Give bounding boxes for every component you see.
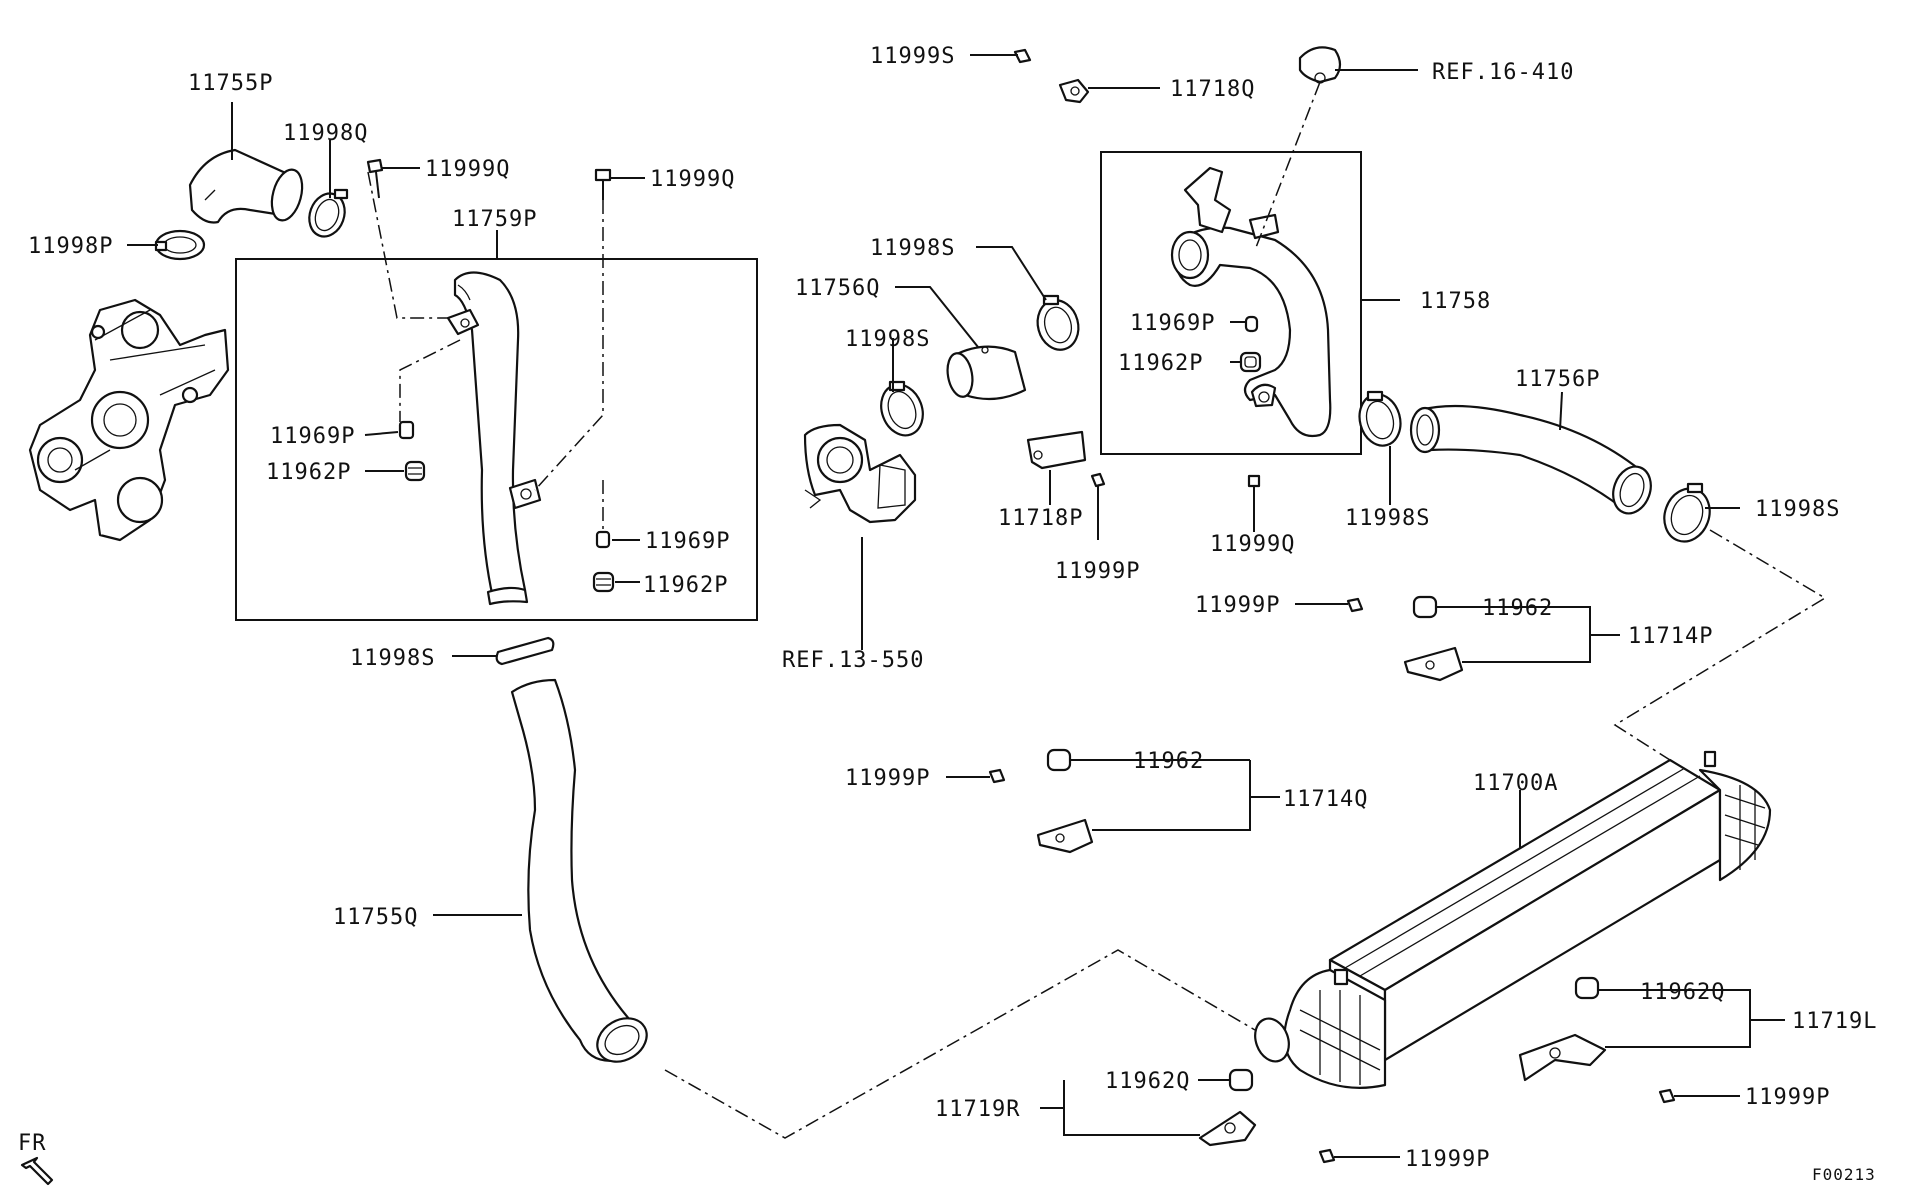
label-11719L: 11719L bbox=[1792, 1009, 1877, 1034]
label-11998Q: 11998Q bbox=[283, 121, 368, 146]
label-11962Q: 11962Q bbox=[1640, 980, 1725, 1005]
label-11756P: 11756P bbox=[1515, 367, 1600, 392]
throttle-body-icon bbox=[803, 423, 917, 524]
label-11718Q: 11718Q bbox=[1170, 77, 1255, 102]
label-11962Q: 11962Q bbox=[1105, 1069, 1190, 1094]
bracket-11718P-icon bbox=[1026, 430, 1087, 470]
clamp-11998Q-icon bbox=[308, 188, 349, 238]
label-11998P: 11998P bbox=[28, 234, 113, 259]
bracket-11714P-icon bbox=[1403, 646, 1464, 682]
label-11962P: 11962P bbox=[1118, 351, 1203, 376]
collar-11969P-icon bbox=[595, 530, 611, 549]
bracket-11714Q-icon bbox=[1036, 818, 1094, 854]
label-11758: 11758 bbox=[1420, 289, 1491, 314]
clamp-11998S-icon bbox=[495, 636, 555, 666]
bolt-11999P-icon bbox=[1318, 1148, 1336, 1164]
grommet-11962-icon bbox=[1046, 748, 1072, 772]
grommet-11962P-icon bbox=[404, 460, 426, 482]
bracket-11718Q-icon bbox=[1058, 78, 1090, 104]
label-11714P: 11714P bbox=[1628, 624, 1713, 649]
clamp-11998P-icon bbox=[154, 229, 206, 261]
bolt-11999Q-icon bbox=[594, 168, 612, 200]
clamp-11998S-icon bbox=[1663, 482, 1711, 543]
label-11969P: 11969P bbox=[270, 424, 355, 449]
label-11756Q: 11756Q bbox=[795, 276, 880, 301]
label-11999P: 11999P bbox=[1055, 559, 1140, 584]
connection-line bbox=[367, 171, 448, 319]
label-11998S: 11998S bbox=[870, 236, 955, 261]
label-11998S: 11998S bbox=[350, 646, 435, 671]
label-11999Q: 11999Q bbox=[425, 157, 510, 182]
label-11999P: 11999P bbox=[845, 766, 930, 791]
label-11962P: 11962P bbox=[266, 460, 351, 485]
grommet-11962P-icon bbox=[1239, 351, 1262, 373]
bracket-11719R-icon bbox=[1198, 1110, 1257, 1147]
label-fr: FR bbox=[18, 1131, 47, 1156]
connection-line bbox=[399, 339, 461, 422]
turbocharger-icon bbox=[28, 298, 230, 542]
label-ref-16-410: REF.16-410 bbox=[1432, 60, 1574, 85]
label-11759P: 11759P bbox=[452, 207, 537, 232]
label-11969P: 11969P bbox=[1130, 311, 1215, 336]
collar-11969P-icon bbox=[1244, 315, 1259, 333]
label-11700A: 11700A bbox=[1473, 771, 1558, 796]
bolt-11999Q-icon bbox=[1247, 474, 1261, 500]
sleeve-11756Q-icon bbox=[946, 345, 1027, 401]
bolt-11999P-icon bbox=[1346, 597, 1364, 613]
leader-lines bbox=[127, 54, 1785, 1158]
connection-line bbox=[1254, 81, 1321, 251]
sensor-ref-16-410-icon bbox=[1298, 46, 1342, 84]
grommet-11962P-icon bbox=[592, 571, 615, 593]
collar-11969P-icon bbox=[398, 420, 415, 440]
label-11719R: 11719R bbox=[935, 1097, 1020, 1122]
bolt-11999P-icon bbox=[1658, 1088, 1676, 1104]
label-11718P: 11718P bbox=[998, 506, 1083, 531]
label-11999P: 11999P bbox=[1195, 593, 1280, 618]
label-11962: 11962 bbox=[1482, 596, 1553, 621]
label-11969P: 11969P bbox=[645, 529, 730, 554]
label-11714Q: 11714Q bbox=[1283, 787, 1368, 812]
grommet-11962Q-icon bbox=[1574, 976, 1600, 1000]
assembly-box-11758 bbox=[1100, 151, 1362, 455]
front-direction-arrow-icon bbox=[20, 1156, 54, 1186]
label-11755P: 11755P bbox=[188, 71, 273, 96]
label-ref-13-550: REF.13-550 bbox=[782, 648, 924, 673]
label-11999S: 11999S bbox=[870, 44, 955, 69]
grommet-11962-icon bbox=[1412, 595, 1438, 619]
pipe-11759P-icon bbox=[446, 271, 542, 606]
label-11998S: 11998S bbox=[1345, 506, 1430, 531]
figure-id: F00213 bbox=[1812, 1165, 1876, 1184]
label-11999P: 11999P bbox=[1405, 1147, 1490, 1172]
bolt-11999P-icon bbox=[1090, 472, 1106, 488]
clamp-11998S-icon bbox=[880, 380, 924, 437]
bracket-11719L-icon bbox=[1518, 1033, 1607, 1082]
label-11999Q: 11999Q bbox=[1210, 532, 1295, 557]
label-11998S: 11998S bbox=[845, 327, 930, 352]
label-11999Q: 11999Q bbox=[650, 167, 735, 192]
clamp-11998S-icon bbox=[1358, 390, 1402, 447]
connection-line bbox=[534, 200, 604, 491]
label-11998S: 11998S bbox=[1755, 497, 1840, 522]
connection-line bbox=[1613, 529, 1827, 761]
label-11962: 11962 bbox=[1133, 749, 1204, 774]
hose-11755P-icon bbox=[188, 148, 304, 224]
hose-11755Q-icon bbox=[510, 678, 648, 1063]
hose-11756P-icon bbox=[1409, 404, 1652, 515]
intercooler-11700A-icon bbox=[1254, 750, 1772, 1089]
clamp-11998S-icon bbox=[1036, 294, 1080, 351]
grommet-11962Q-icon bbox=[1228, 1068, 1254, 1092]
bolt-11999P-icon bbox=[988, 768, 1006, 784]
label-11999P: 11999P bbox=[1745, 1085, 1830, 1110]
label-11962P: 11962P bbox=[643, 573, 728, 598]
connection-line bbox=[664, 949, 1256, 1139]
label-11755Q: 11755Q bbox=[333, 905, 418, 930]
pipe-11758-icon bbox=[1170, 166, 1332, 438]
bolt-11999Q-icon bbox=[366, 158, 384, 199]
bolt-11999S-icon bbox=[1013, 48, 1032, 64]
